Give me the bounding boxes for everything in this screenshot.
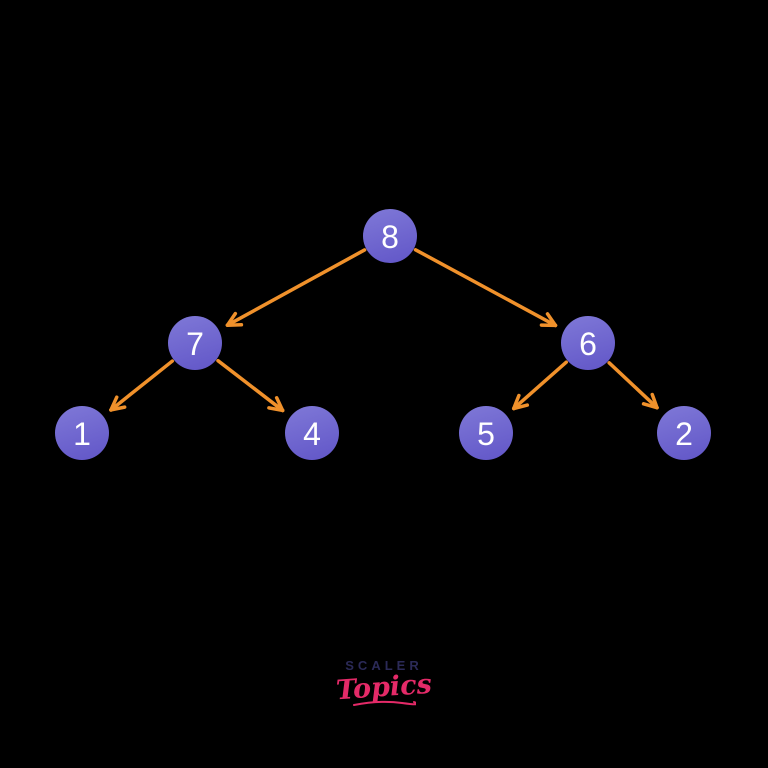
tree-node-circle-6 [561, 316, 615, 370]
tree-edge-6-to-5 [511, 360, 569, 411]
tree-node-circle-4 [285, 406, 339, 460]
logo-brand-text: SCALER [345, 658, 423, 673]
tree-node-value-2: 2 [675, 416, 693, 452]
tree-node-value-8: 8 [381, 219, 399, 255]
tree-node-circle-8 [363, 209, 417, 263]
scaler-topics-logo: SCALER Topics [304, 658, 464, 707]
tree-node-circle-7 [168, 316, 222, 370]
tree-node-circle-1 [55, 406, 109, 460]
tree-edge-8-to-6 [413, 248, 558, 328]
tree-edge-6-to-2 [607, 361, 659, 410]
logo-underline-flourish [353, 700, 416, 706]
logo-sub-text: Topics [335, 668, 433, 707]
tree-node-4: 4 [285, 406, 339, 460]
tree-node-2: 2 [657, 406, 711, 460]
tree-edge-8-to-7 [225, 248, 367, 327]
tree-node-value-4: 4 [303, 416, 321, 452]
tree-node-6: 6 [561, 316, 615, 370]
tree-node-circle-5 [459, 406, 513, 460]
tree-edge-7-to-1 [109, 359, 175, 412]
tree-node-8: 8 [363, 209, 417, 263]
tree-node-1: 1 [55, 406, 109, 460]
tree-node-value-7: 7 [186, 326, 204, 362]
tree-node-value-5: 5 [477, 416, 495, 452]
tree-node-value-1: 1 [73, 416, 91, 452]
tree-node-7: 7 [168, 316, 222, 370]
tree-node-value-6: 6 [579, 326, 597, 362]
tree-edge-7-to-4 [216, 358, 285, 413]
tree-node-circle-2 [657, 406, 711, 460]
tree-node-5: 5 [459, 406, 513, 460]
